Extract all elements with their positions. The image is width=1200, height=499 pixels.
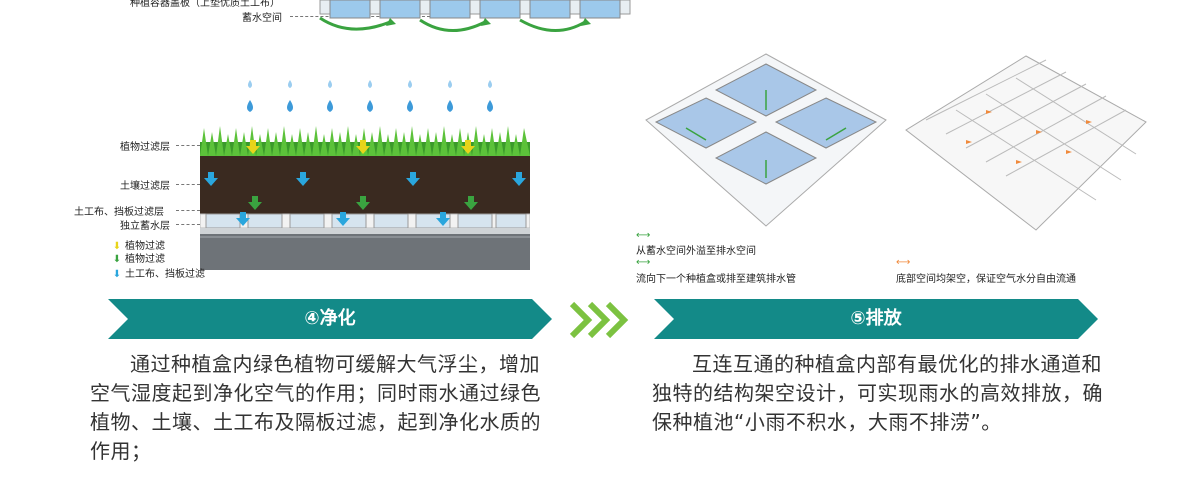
raindrops — [247, 80, 493, 112]
legend-item-plant-yellow: ⬇植物过滤 — [112, 241, 165, 252]
layers-diagram: 植物过滤层 土壤过滤层 土工布、挡板过滤层 独立蓄水层 ⬇植物过滤 ⬇植物过滤 … — [0, 60, 560, 290]
label-geo-layer: 土工布、挡板过滤层 — [74, 207, 164, 218]
legend-item-geo-blue: ⬇土工布、挡板过滤 — [112, 269, 205, 280]
section-heading-drain: ⑤排放 — [850, 308, 902, 329]
legend-item-plant-green: ⬇植物过滤 — [112, 254, 165, 265]
raised-base-illustration — [905, 55, 1147, 231]
label-storage-space: 蓄水空间 — [242, 13, 282, 24]
drainage-grid-illustration — [645, 53, 887, 227]
label-soil-layer: 土壤过滤层 — [120, 181, 170, 192]
cross-section-illustration — [200, 126, 530, 270]
arrow-down-icon: ⬇ — [112, 241, 122, 252]
label-plant-layer: 植物过滤层 — [120, 142, 170, 153]
arrow-air-icon: ⟷ — [896, 257, 911, 268]
label-storage-layer: 独立蓄水层 — [120, 221, 170, 232]
arrow-flow-icon: ⟷ — [636, 257, 651, 268]
chevron-right-icon — [569, 301, 629, 339]
section-heading-purify: ④净化 — [304, 308, 356, 329]
arrow-down-icon: ⬇ — [112, 254, 122, 265]
section-body-purify: 通过种植盒内绿色植物可缓解大气浮尘，增加空气湿度起到净化空气的作用；同时雨水通过… — [90, 352, 541, 463]
caption-overflow: 从蓄水空间外溢至排水空间 — [636, 246, 756, 257]
top-container-diagram: 种植容器盖板（上垫优质土工布） 蓄水空间 — [120, 0, 631, 40]
section-body-drain: 互连互通的种植盒内部有最优化的排水通道和独特的结构架空设计，可实现雨水的高效排放… — [652, 352, 1103, 434]
arrow-overflow-icon: ⟷ — [636, 230, 651, 241]
arrow-down-icon: ⬇ — [112, 269, 122, 280]
section-banner-drain: ⑤排放 — [654, 299, 1098, 339]
label-container-lid: 种植容器盖板（上垫优质土工布） — [130, 0, 280, 9]
caption-air: 底部空间均架空，保证空气水分自由流通 — [896, 274, 1076, 285]
caption-flow: 流向下一个种植盒或排至建筑排水管 — [636, 274, 796, 285]
container-top-illustration — [319, 0, 631, 32]
section-banner-purify: ④净化 — [108, 299, 552, 339]
